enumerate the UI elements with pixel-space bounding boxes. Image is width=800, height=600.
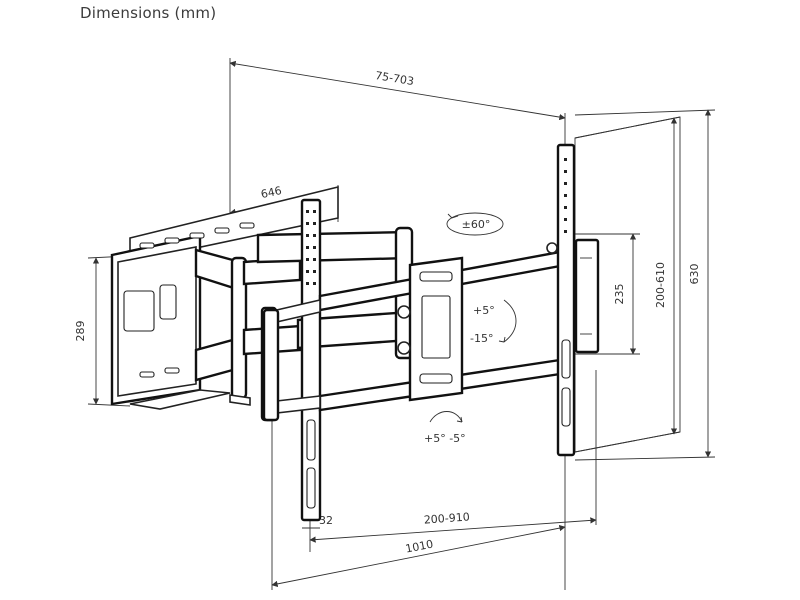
level-label: +5° -5° [424,432,466,445]
dim-total-width-label: 1010 [404,538,434,556]
diagram-title: Dimensions (mm) [80,4,217,22]
dim-vertical-range-label: 200-610 [654,262,667,308]
dim-total-height: 630 [688,109,712,458]
dim-depth-label: 646 [260,184,283,201]
center-plate [397,256,464,402]
dim-total-width: 1010 [271,525,566,587]
dim-horizontal-range: 200-910 [309,510,597,543]
dim-horizontal-range-label: 200-910 [423,510,470,526]
tilt-up-label: +5° [473,304,495,317]
dim-plate-height-label: 289 [74,321,87,342]
vertical-bracket-right [546,143,600,457]
level-annotation: +5° -5° [424,411,466,445]
dim-rail-height: 235 [613,233,637,355]
dim-vesa-range: 75-703 [229,60,566,121]
dim-rail-height-label: 235 [613,284,626,305]
tilt-annotation: +5° -15° [470,299,517,345]
dim-vertical-range: 200-610 [654,117,678,435]
vertical-bracket-left [300,198,322,522]
tilt-down-label: -15° [470,332,493,345]
dim-vesa-range-label: 75-703 [374,69,415,88]
swivel-label: ±60° [462,218,491,231]
dim-plate-height: 289 [74,257,100,405]
dim-total-height-label: 630 [688,264,701,285]
swivel-annotation: ±60° [446,212,504,236]
wall-plate [110,185,339,410]
